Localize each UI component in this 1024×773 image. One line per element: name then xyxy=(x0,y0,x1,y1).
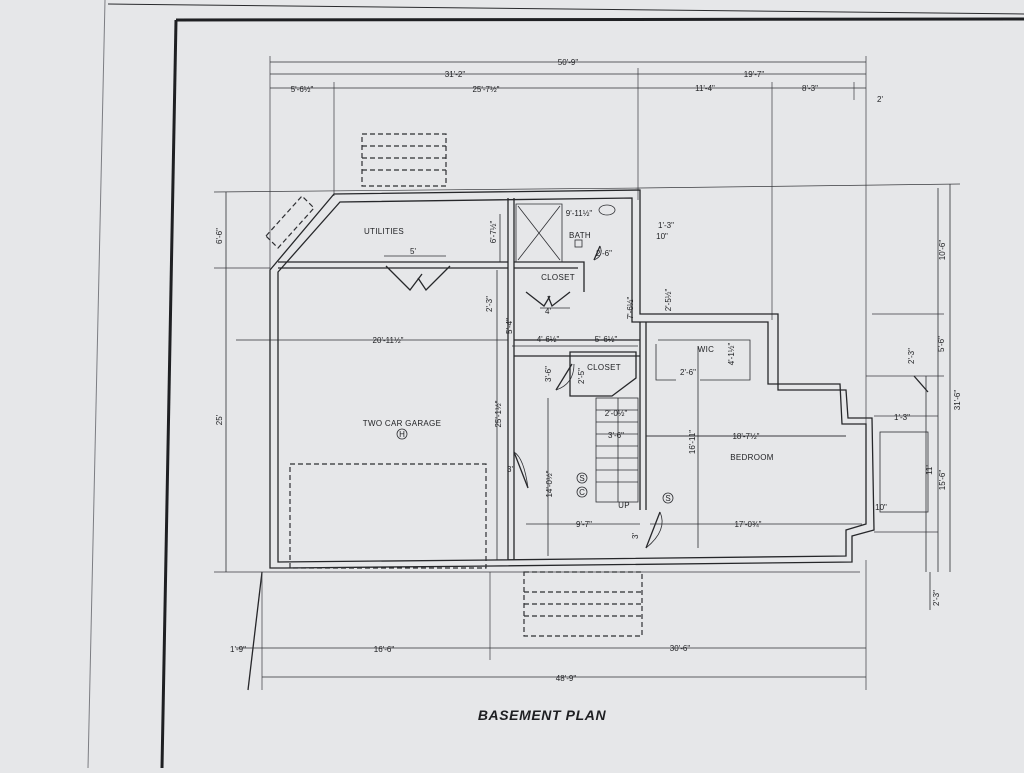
dim-bath-r1: 1'-3" xyxy=(658,221,674,230)
sheet-border-outer xyxy=(107,3,1024,15)
dim-lower-right-room: 17'-0¾" xyxy=(734,520,761,529)
dim-left-upper: 6'-6" xyxy=(215,228,224,244)
symbol-co-1: C xyxy=(579,488,585,497)
dim-bottom-left-small: 1'-9" xyxy=(230,645,246,654)
dim-hall-d: 5'-6½" xyxy=(595,335,618,344)
dim-wic-a: 4'-1½" xyxy=(727,343,736,366)
label-wic: WIC xyxy=(698,345,714,354)
dim-top-seg3: 11'-4" xyxy=(695,84,715,93)
symbol-garage: H xyxy=(399,430,405,439)
chimney-dashed xyxy=(361,133,447,187)
dim-top-seg4: 8'-3" xyxy=(802,84,818,93)
dim-right-r3: 2'-3" xyxy=(907,348,916,364)
dim-garage-width: 20'-11½" xyxy=(373,336,404,345)
dim-right-overall: 31'-6" xyxy=(953,390,962,411)
stair xyxy=(595,397,639,503)
interior-dimension-lines xyxy=(236,214,862,560)
dim-left-overall: 25' xyxy=(215,414,224,425)
dim-top-overall: 50'-9" xyxy=(558,58,579,67)
drawing-title: BASEMENT PLAN xyxy=(478,707,607,723)
doors xyxy=(385,245,663,549)
title-block-border-top xyxy=(175,17,1024,22)
dim-utilities-door: 5' xyxy=(410,247,416,256)
dim-top-corner: 2' xyxy=(877,95,883,104)
dim-top-left-group: 31'-2" xyxy=(445,70,466,79)
right-dimensions xyxy=(639,183,961,610)
dim-closet2-b: 2'-5" xyxy=(577,368,586,384)
dim-stair-b: 3'-6" xyxy=(608,431,624,440)
dim-stair-a: 2'-0½" xyxy=(605,409,628,418)
dim-hall-a: 2'-3" xyxy=(485,296,494,312)
dim-closet-door: 4' xyxy=(545,307,551,316)
building-walls xyxy=(269,189,875,569)
dim-bath-door: 2'-6" xyxy=(596,249,612,258)
symbol-smoke-1: S xyxy=(579,474,584,483)
dim-top-seg1: 5'-6½" xyxy=(291,85,314,94)
dim-right-r1: 10'-6" xyxy=(938,240,947,261)
dim-right-bottom: 2'-3" xyxy=(932,590,941,606)
dim-bottom-left: 16'-6" xyxy=(374,645,395,654)
exterior-steps xyxy=(523,571,643,637)
label-utilities: UTILITIES xyxy=(364,227,404,236)
dim-room-depth: 14'-0½" xyxy=(545,470,554,497)
symbols xyxy=(396,204,674,504)
title-block-border-left xyxy=(160,19,178,769)
dim-hall-c: 4'-6½" xyxy=(537,335,560,344)
dim-garage-depth: 25'-1½" xyxy=(494,400,503,427)
dim-top-seg2: 25'-7½" xyxy=(472,85,499,94)
dim-lower-left-room: 9'-7" xyxy=(576,520,592,529)
dim-right-r7: 10" xyxy=(875,503,887,512)
label-stair-up: UP xyxy=(618,501,630,510)
symbol-smoke-2: S xyxy=(665,494,670,503)
dim-bedroom-width: 18'-7½" xyxy=(732,432,759,441)
dim-bath-width: 9'-11½" xyxy=(566,209,593,218)
bottom-left-wall-line xyxy=(247,571,263,691)
bottom-dimensions xyxy=(236,560,867,690)
vent-angle xyxy=(265,195,315,249)
dim-garage-door-small: 3' xyxy=(507,465,513,474)
dim-bath-r2: 10" xyxy=(656,232,668,241)
label-closet-lower: CLOSET xyxy=(587,363,621,372)
garage-car-outline xyxy=(289,463,487,569)
paper-edge xyxy=(87,0,106,769)
dim-bottom-overall: 48'-9" xyxy=(556,674,577,683)
dim-right-r4: 1'-3" xyxy=(894,413,910,422)
dim-wic-door: 2'-6" xyxy=(680,368,696,377)
label-closet-upper: CLOSET xyxy=(541,273,575,282)
label-garage: TWO CAR GARAGE xyxy=(363,419,441,428)
top-dimensions xyxy=(269,56,867,450)
dim-right-r6: 15'-6" xyxy=(938,470,947,491)
label-bath: BATH xyxy=(569,231,591,240)
dim-bedroom-depth: 16'-11" xyxy=(688,430,697,454)
dim-hall-b: 5'-4" xyxy=(505,318,514,334)
dim-stair-bottom: 3' xyxy=(631,533,640,539)
dim-right-r5: 11' xyxy=(925,465,934,475)
label-bedroom: BEDROOM xyxy=(730,453,773,462)
dim-bottom-right: 30'-6" xyxy=(670,644,691,653)
dim-closet2-a: 3'-6" xyxy=(544,366,553,382)
dim-top-right-group: 19'-7" xyxy=(744,70,765,79)
dim-utilities-depth: 6'-7½" xyxy=(489,221,498,244)
dim-hall-e: 7'-6½" xyxy=(626,297,635,320)
dim-right-r2: 5'-6" xyxy=(937,336,946,352)
dim-hall-f: 2'-5½" xyxy=(664,289,673,312)
